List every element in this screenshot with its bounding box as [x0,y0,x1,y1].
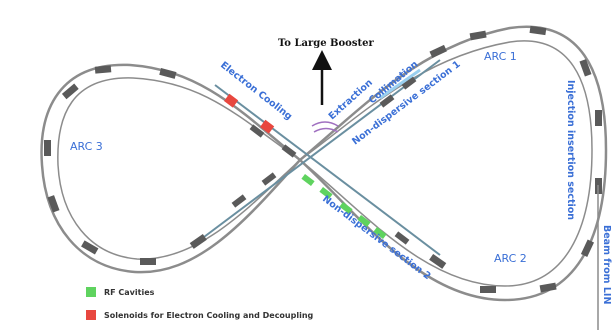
label-beam-from-linac: Beam from LIN [601,225,612,304]
solenoids [223,93,275,134]
extraction-kicker-2 [313,127,339,133]
label-electron-cooling: Electron Cooling [218,60,294,123]
label-arc2: ARC 2 [494,252,527,265]
legend-solenoid-swatch [86,310,96,320]
arc1-ring-outer [298,25,608,302]
rf-cavities [301,173,387,240]
arc3-ring-outer [40,63,302,274]
legend-rf-swatch [86,287,96,297]
extraction-kicker [311,121,339,127]
arc3-ring-inner [57,77,302,260]
legend: RF Cavities Solenoids for Electron Cooli… [86,287,314,320]
legend-rf-label: RF Cavities [104,288,155,297]
legend-solenoid-label: Solenoids for Electron Cooling and Decou… [104,311,314,320]
collimation-section [379,68,421,100]
straight-section-a [214,84,441,256]
label-to-large-booster: To Large Booster [278,38,374,49]
label-arc3: ARC 3 [70,140,103,153]
label-injection-insertion: Injection insertion section [565,80,576,220]
label-arc1: ARC 1 [484,50,517,63]
straight-section-b [199,59,441,241]
magnet-segments [44,25,602,293]
